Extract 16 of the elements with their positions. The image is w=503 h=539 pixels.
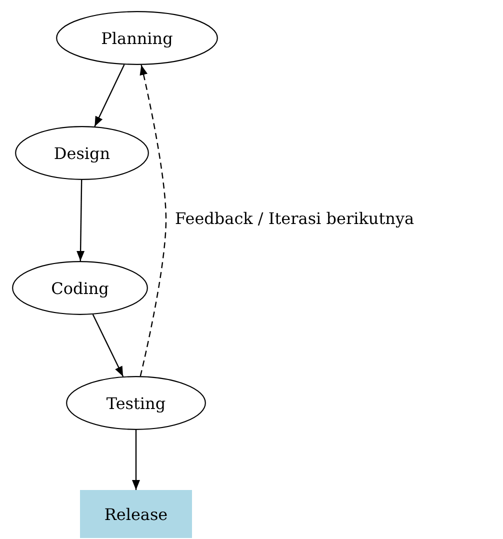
process-ellipse — [56, 11, 218, 65]
arrow — [140, 64, 167, 376]
arrow — [76, 180, 85, 261]
process-box — [80, 490, 192, 538]
arrow — [132, 430, 140, 490]
node-label: Planning — [101, 28, 173, 48]
process-ellipse — [66, 376, 206, 430]
node-label: Release — [104, 504, 168, 524]
node-label: Coding — [51, 278, 109, 298]
node-label: Testing — [106, 394, 166, 412]
arrow — [92, 314, 124, 377]
edge-label: Feedback / Iterasi berikutnya — [175, 209, 414, 228]
process-ellipse — [12, 261, 148, 315]
node-label: Design — [54, 144, 110, 162]
process-ellipse — [15, 126, 149, 180]
arrow — [94, 64, 125, 127]
